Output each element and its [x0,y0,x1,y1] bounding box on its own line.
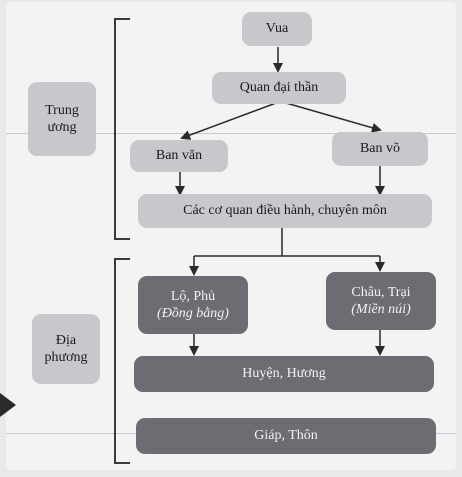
arrow-quan-to-banvan [180,102,277,140]
local-bracket [114,258,130,464]
node-huyen-huong: Huyện, Hương [134,356,434,392]
node-chau-trai: Châu, Trại(Miền núi) [326,272,436,330]
node-co-quan: Các cơ quan điều hành, chuyên môn [138,194,432,228]
node-quan-dai-than: Quan đại thần [212,72,346,104]
arrow-quan-to-banvo [285,102,382,133]
node-ban-van: Ban văn [130,140,228,172]
node-vua: Vua [242,12,312,46]
background-rule [6,133,456,134]
central-bracket [114,18,130,240]
node-ban-vo: Ban võ [332,132,428,166]
node-giap-thon: Giáp, Thôn [136,418,436,454]
play-triangle-icon [0,393,16,417]
node-lo-phu: Lộ, Phủ(Đồng bằng) [138,276,248,334]
